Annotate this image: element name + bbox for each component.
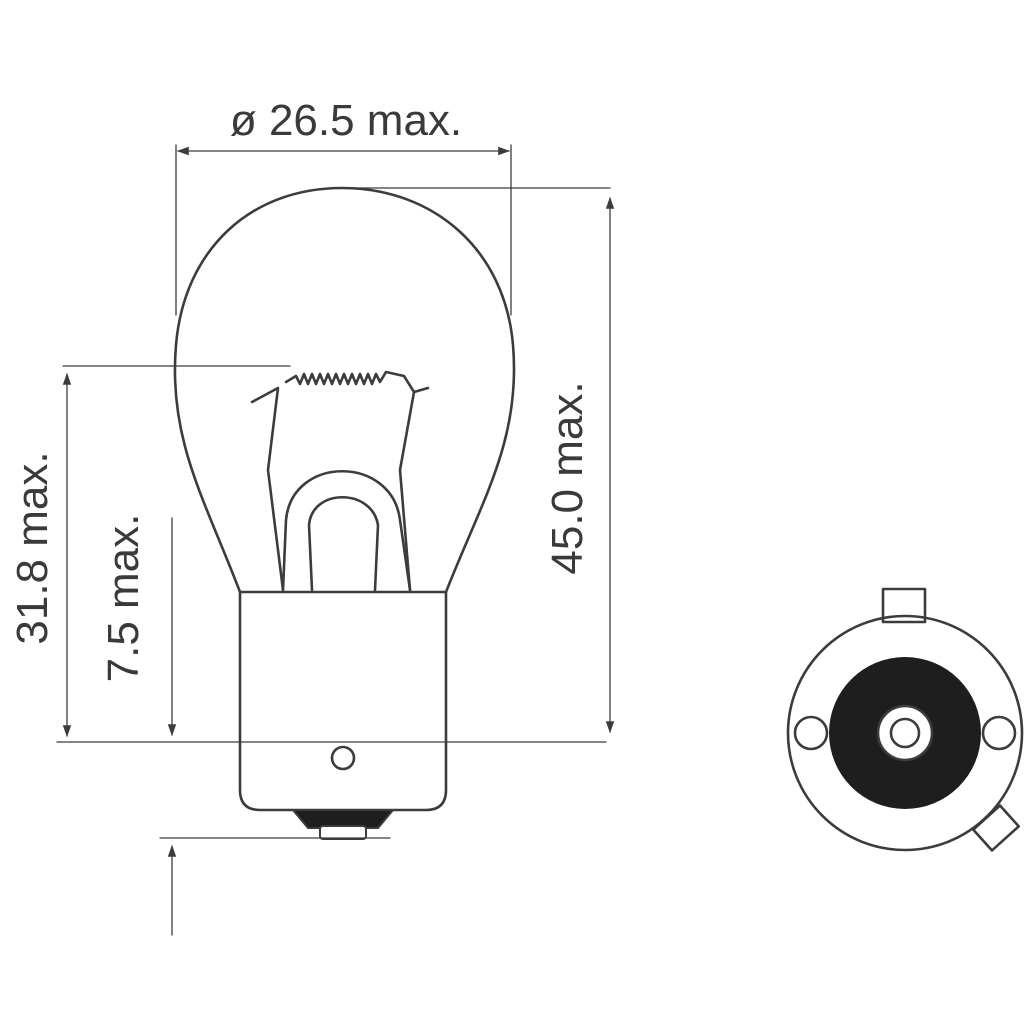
pin-offset-dimension: 7.5 max. [99,514,391,936]
base-bottom-view [786,587,1024,852]
contact-tip [319,825,367,840]
bulb-base [238,590,448,812]
top-pin-tab [881,587,927,624]
overall-length-dimension: 45.0 max. [341,187,615,734]
light-center-label: 31.8 max. [8,451,57,644]
diameter-dimension: ø 26.5 max. [175,96,512,316]
bayonet-pin [330,745,356,771]
glass-stem-outer [281,469,412,592]
glass-stem-inner [307,495,380,592]
support-wire-left [250,386,285,592]
pin-offset-label: 7.5 max. [99,514,148,683]
base-contact [290,809,396,829]
filament-coil [284,370,416,394]
bulb-side-view [173,186,516,840]
light-center-dimension: 31.8 max. [8,365,291,738]
center-contact-dot [889,717,921,749]
angled-pin-tab [971,804,1021,852]
side-pin-left [793,715,829,751]
diameter-label: ø 26.5 max. [230,96,462,145]
base-outer-ring [786,614,1024,852]
glass-envelope [173,186,516,594]
overall-length-label: 45.0 max. [543,381,592,574]
side-pin-right [981,715,1017,751]
support-wire-right [398,386,430,592]
